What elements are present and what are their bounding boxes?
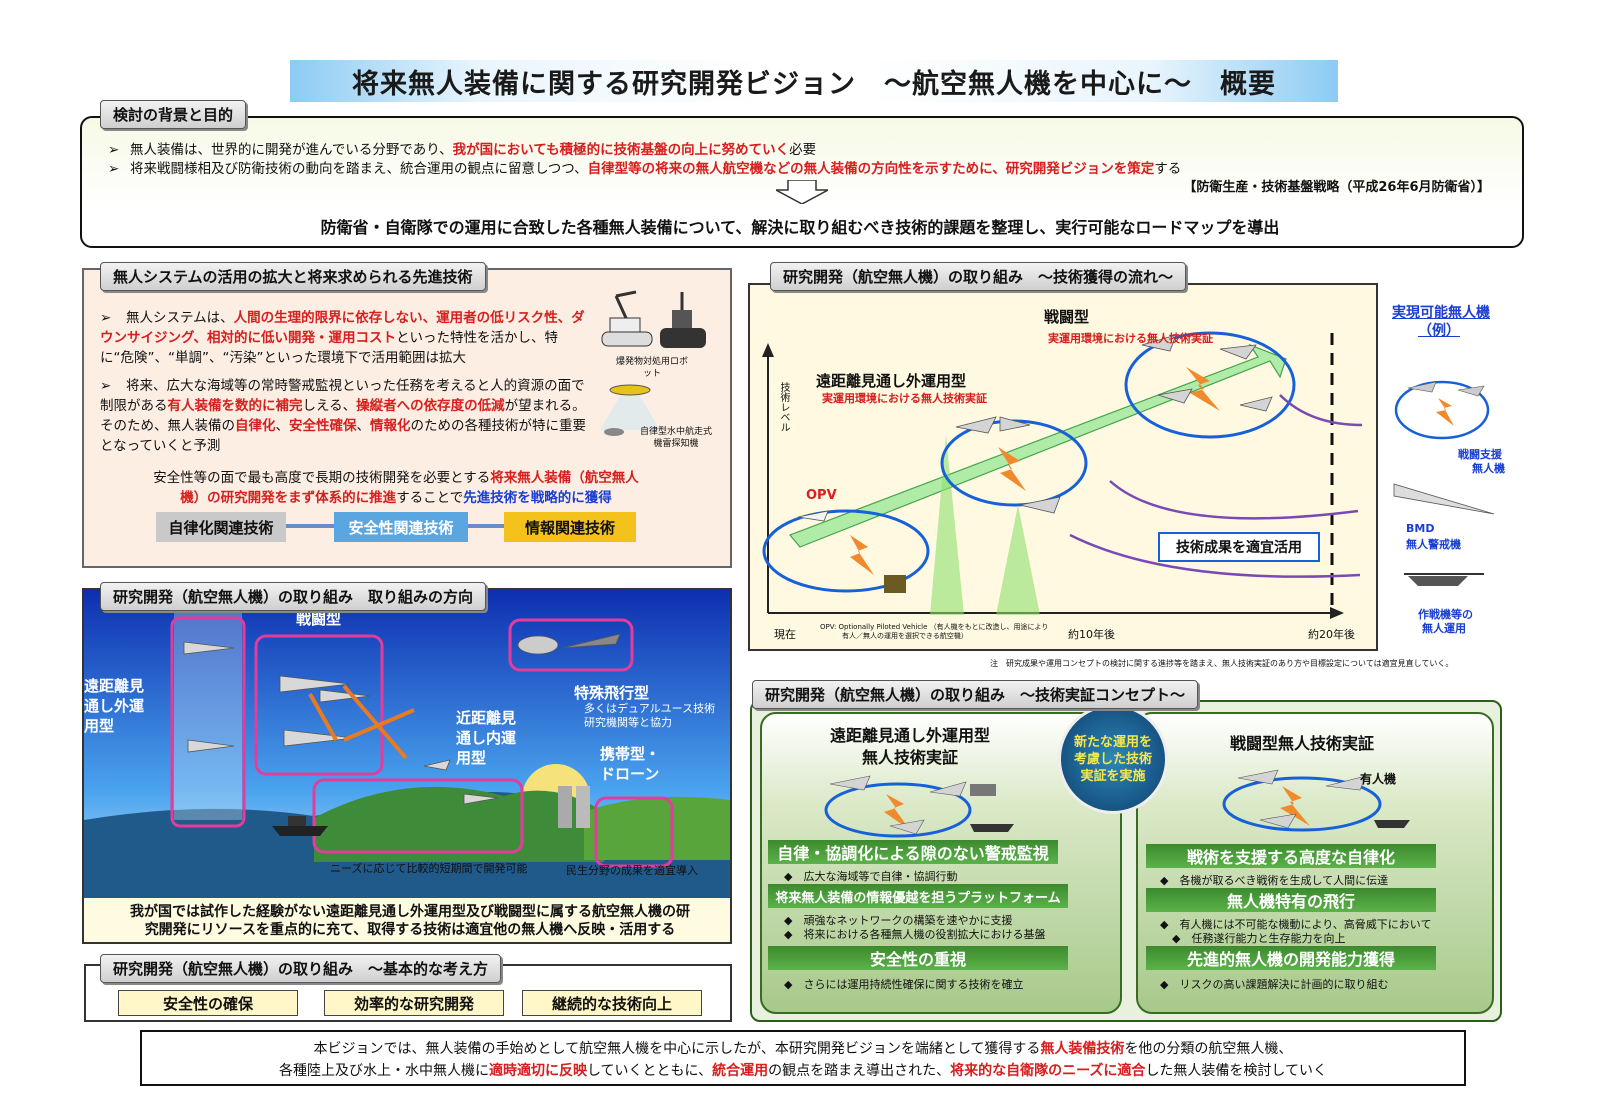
basic-item-continuous: 継続的な技術向上 [522, 990, 702, 1016]
right-note-2a: ◆ 有人機には不可能な機動により、高脅威下において [1160, 918, 1432, 931]
background-conclusion: 防衛省・自衛隊での運用に合致した各種無人装備について、解決に取り組むべき技術的課… [320, 218, 1280, 237]
realizable-example: （例） [1418, 323, 1460, 339]
right-note-3a: ◆ リスクの高い課題解決に計画的に取り組む [1160, 978, 1389, 991]
concept-manned-label: 有人機 [1360, 772, 1397, 786]
flow-y-axis: 技術レベル [778, 382, 789, 432]
realizable-title: 実現可能無人機 [1392, 305, 1490, 321]
flow-opv-note-2: 有人／無人の運用を選択できる航空機） [842, 632, 968, 640]
advanced-summary: 安全性等の面で最も高度で長期の技術開発を必要とする将来無人装備（航空無人機）の研… [153, 470, 639, 506]
background-source: 【防衛生産・技術基盤戦略（平成26年6月防衛省）】 [1183, 180, 1490, 195]
basic-tab: 研究開発（航空無人機）の取り組み ～基本的な考え方 [100, 954, 502, 983]
flow-fighter-label: 戦闘型 [1044, 308, 1090, 326]
concept-center-badge: 新たな運用を 考慮した技術 実証を実施 [1058, 704, 1168, 814]
left-head-2: 将来無人装備の情報優越を担うプラットフォーム [768, 884, 1068, 908]
left-head-3: 安全性の重視 [768, 946, 1068, 970]
ex2-line2: 無人警戒機 [1406, 538, 1461, 551]
flow-opv: OPV [806, 488, 837, 503]
footer-line-2: 各種陸上及び水上・水中無人機に適時適切に反映していくとともに、統合運用の観点を踏… [278, 1063, 1328, 1079]
footer-box: 本ビジョンでは、無人装備の手始めとして航空無人機を中心に示したが、本研究開発ビジ… [140, 1030, 1466, 1086]
flow-tick-now: 現在 [774, 628, 796, 641]
background-line-2: ➢将来戦闘様相及び防衛技術の動向を踏まえ、統合運用の観点に留意しつつ、自律型等の… [108, 161, 1182, 177]
right-head-2: 無人機特有の飛行 [1146, 888, 1436, 912]
ex3-line1: 作戦機等の [1418, 608, 1473, 621]
background-tab: 検討の背景と目的 [100, 100, 247, 129]
direction-summary-1: 我が国では試作した経験がない遠距離見通し外運用型及び戦闘型に属する航空無人機の研 [130, 904, 690, 920]
footer-line-1: 本ビジョンでは、無人装備の手始めとして航空無人機を中心に示したが、本研究開発ビジ… [313, 1041, 1293, 1057]
special-label: 特殊飛行型 [574, 684, 650, 702]
apply-results-box: 技術成果を適宜活用 [1158, 532, 1320, 562]
ex3-line2: 無人運用 [1422, 622, 1466, 635]
advanced-tech-tab: 無人システムの活用の拡大と将来求められる先進技術 [100, 262, 486, 291]
civil-note: 民生分野の成果を適宜導入 [566, 864, 698, 877]
concept-tab: 研究開発（航空無人機）の取り組み ～技術実証コンセプト～ [752, 680, 1199, 709]
ex1-line1: 戦闘支援 [1458, 448, 1502, 461]
robot-caption: 爆発物対処用ロボット [615, 357, 688, 379]
concept-left-image [824, 775, 1014, 838]
robot-image [601, 290, 706, 348]
direction-tab: 研究開発（航空無人機）の取り組み 取り組みの方向 [100, 582, 487, 611]
bullet-marker: ➢ [108, 161, 120, 177]
auv-caption: 自律型水中航走式機雷探知機 [639, 427, 712, 449]
short-term-note: ニーズに応じて比較的短期間で開発可能 [330, 862, 528, 875]
flow-tick-10: 約10年後 [1068, 628, 1115, 641]
flow-tab: 研究開発（航空無人機）の取り組み ～技術獲得の流れ～ [770, 262, 1187, 291]
flow-long-range-env: 実運用環境における無人技術実証 [822, 392, 987, 405]
left-note-2a: ◆ 頑強なネットワークの構築を速やかに支援 [784, 914, 1013, 927]
direction-summary-2: 究開発にリソースを重点的に充て、取得する技術は適宜他の無人機へ反映・活用する [144, 922, 676, 938]
basic-item-safety: 安全性の確保 [118, 990, 298, 1016]
right-note-2b: ◆ 任務遂行能力と生存能力を向上 [1172, 932, 1346, 945]
ex1-line2: 無人機 [1472, 462, 1505, 475]
flow-fighter-env: 実運用環境における無人技術実証 [1048, 332, 1213, 345]
page-title: 将来無人装備に関する研究開発ビジョン ～航空無人機を中心に～ 概要 [290, 60, 1338, 102]
flow-diagram [762, 331, 1363, 619]
fighter-label: 戦闘型 [296, 610, 342, 628]
tech-autonomy: 自律化関連技術 [156, 512, 286, 542]
tech-information: 情報関連技術 [504, 512, 636, 542]
right-note-1a: ◆ 各機が取るべき戦術を生成して人間に伝達 [1160, 874, 1389, 887]
right-head-3: 先進的無人機の開発能力獲得 [1146, 946, 1436, 970]
right-head-1: 戦術を支援する高度な自律化 [1146, 844, 1436, 868]
bullet-marker: ➢ [108, 142, 120, 158]
left-head-1: 自律・協調化による隙のない警戒監視 [768, 840, 1058, 864]
concept-right-image [1222, 769, 1410, 832]
advanced-para-1: ➢無人システムは、人間の生理的限界に依存しない、運用者の低リスク性、ダウンサイジ… [100, 310, 585, 366]
tech-connector [466, 524, 506, 528]
arrow-down-icon [776, 180, 828, 204]
long-range-label: 遠距離見通し外運用型 [84, 677, 145, 735]
flow-opv-note-1: OPV: Optionally Piloted Vehicle （有人機をもとに… [820, 623, 1049, 631]
tech-safety: 安全性関連技術 [334, 512, 468, 542]
direction-scene [84, 590, 730, 898]
basic-item-efficient: 効率的な研究開発 [324, 990, 504, 1016]
flow-long-range-label: 遠距離見通し外運用型 [816, 372, 967, 390]
ex2-line1: BMD [1406, 522, 1435, 535]
advanced-para-2: ➢将来、広大な海域等の常時警戒監視といった任務を考えると人的資源の面で制限がある… [100, 378, 586, 454]
auv-image [600, 384, 660, 436]
left-note-1a: ◆ 広大な海域等で自律・協調行動 [784, 870, 958, 883]
flow-tick-20: 約20年後 [1308, 628, 1355, 641]
near-range-label: 近距離見通し内運用型 [456, 709, 517, 767]
flow-note: 注 研究成果や運用コンセプトの検討に関する進捗等を踏まえ、無人技術実証のあり方や… [990, 659, 1454, 668]
special-note-1: 多くはデュアルユース技術 [584, 702, 716, 715]
tech-connector [284, 524, 336, 528]
concept-right-title: 戦闘型無人技術実証 [1230, 734, 1375, 753]
portable-label: 携帯型・ドローン [600, 745, 661, 783]
realizable-uavs [1393, 380, 1495, 586]
concept-left-title-1: 遠距離見通し外運用型 [829, 726, 990, 745]
left-note-2b: ◆ 将来における各種無人機の役割拡大における基盤 [784, 928, 1046, 941]
concept-left-title-2: 無人技術実証 [861, 748, 958, 767]
special-note-2: 研究機関等と協力 [584, 716, 672, 729]
background-line-1: ➢無人装備は、世界的に開発が進んでいる分野であり、我が国においても積極的に技術基… [108, 142, 817, 158]
left-note-3a: ◆ さらには運用持続性確保に関する技術を確立 [784, 978, 1024, 991]
